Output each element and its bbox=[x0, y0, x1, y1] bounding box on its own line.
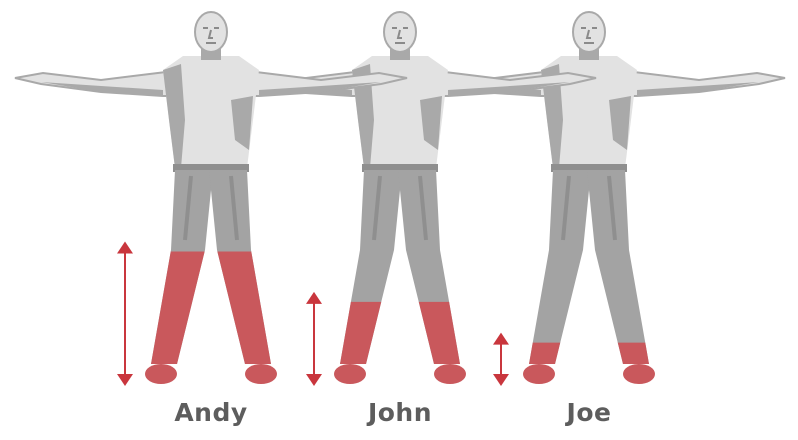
label-andy: Andy bbox=[131, 398, 291, 427]
height-arrow bbox=[306, 292, 322, 386]
right-foot bbox=[434, 364, 466, 384]
right-foot bbox=[623, 364, 655, 384]
left-foot bbox=[334, 364, 366, 384]
label-john: John bbox=[320, 398, 480, 427]
height-arrow bbox=[493, 333, 509, 386]
left-foot bbox=[523, 364, 555, 384]
left-foot bbox=[145, 364, 177, 384]
right-foot bbox=[245, 364, 277, 384]
height-arrow bbox=[117, 241, 133, 386]
label-joe: Joe bbox=[509, 398, 669, 427]
left-leg bbox=[529, 170, 591, 364]
right-leg bbox=[587, 170, 649, 364]
